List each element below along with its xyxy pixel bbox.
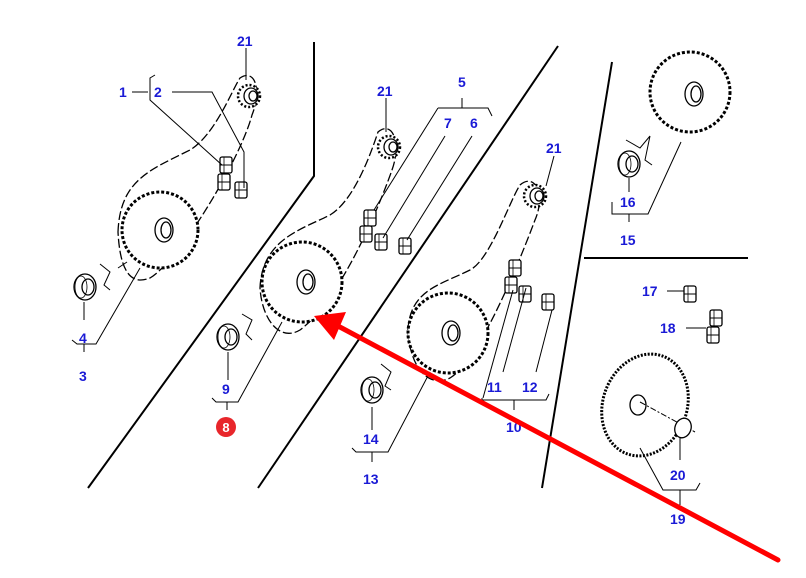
chain-link-7 bbox=[374, 233, 388, 251]
chain-link-17 bbox=[683, 285, 697, 303]
leader-lines bbox=[71, 48, 706, 505]
arrowhead-icon bbox=[314, 312, 346, 340]
label-17[interactable]: 17 bbox=[642, 283, 658, 299]
frame-lines bbox=[87, 42, 748, 489]
label-21[interactable]: 21 bbox=[546, 140, 562, 156]
label-6[interactable]: 6 bbox=[470, 115, 478, 131]
callout-arrow bbox=[314, 312, 781, 563]
assembly-13 bbox=[360, 180, 555, 404]
highlight-badge-8[interactable]: 8 bbox=[216, 417, 236, 437]
label-1[interactable]: 1 bbox=[119, 84, 127, 100]
label-5[interactable]: 5 bbox=[458, 74, 466, 90]
assembly-15 bbox=[617, 50, 732, 178]
label-12[interactable]: 12 bbox=[522, 379, 538, 395]
small-sprocket-21a bbox=[236, 83, 262, 109]
label-21[interactable]: 21 bbox=[237, 33, 253, 49]
label-2[interactable]: 2 bbox=[154, 84, 162, 100]
label-9[interactable]: 9 bbox=[222, 381, 230, 397]
chain-link-11 bbox=[518, 285, 532, 303]
bushing-9 bbox=[216, 323, 240, 351]
label-18[interactable]: 18 bbox=[660, 320, 676, 336]
chain-link-2 bbox=[234, 181, 248, 199]
label-11[interactable]: 11 bbox=[487, 379, 502, 395]
assembly-3 bbox=[73, 75, 262, 301]
bushing-14 bbox=[360, 376, 384, 404]
label-3[interactable]: 3 bbox=[79, 368, 87, 384]
label-16[interactable]: 16 bbox=[620, 194, 636, 210]
chain-link-18 bbox=[706, 326, 720, 344]
ring-20 bbox=[674, 417, 692, 439]
chain-link-6 bbox=[398, 237, 412, 255]
small-sprocket-21c bbox=[522, 183, 548, 209]
label-13[interactable]: 13 bbox=[363, 471, 379, 487]
label-7[interactable]: 7 bbox=[444, 115, 452, 131]
assembly-8 bbox=[216, 128, 412, 351]
label-20[interactable]: 20 bbox=[670, 467, 686, 483]
label-19[interactable]: 19 bbox=[670, 511, 686, 527]
part-labels: 21 1 2 4 3 21 5 7 6 9 8 21 14 13 11 12 1… bbox=[79, 33, 686, 527]
label-4[interactable]: 4 bbox=[79, 330, 87, 346]
bushing-4 bbox=[73, 273, 97, 301]
label-21[interactable]: 21 bbox=[377, 83, 393, 99]
bushing-16 bbox=[617, 150, 641, 178]
small-sprocket-21b bbox=[376, 134, 402, 160]
label-8[interactable]: 8 bbox=[222, 420, 229, 435]
chain-link-12 bbox=[541, 293, 555, 311]
label-14[interactable]: 14 bbox=[363, 431, 379, 447]
label-15[interactable]: 15 bbox=[620, 232, 636, 248]
assembly-19 bbox=[600, 352, 696, 458]
